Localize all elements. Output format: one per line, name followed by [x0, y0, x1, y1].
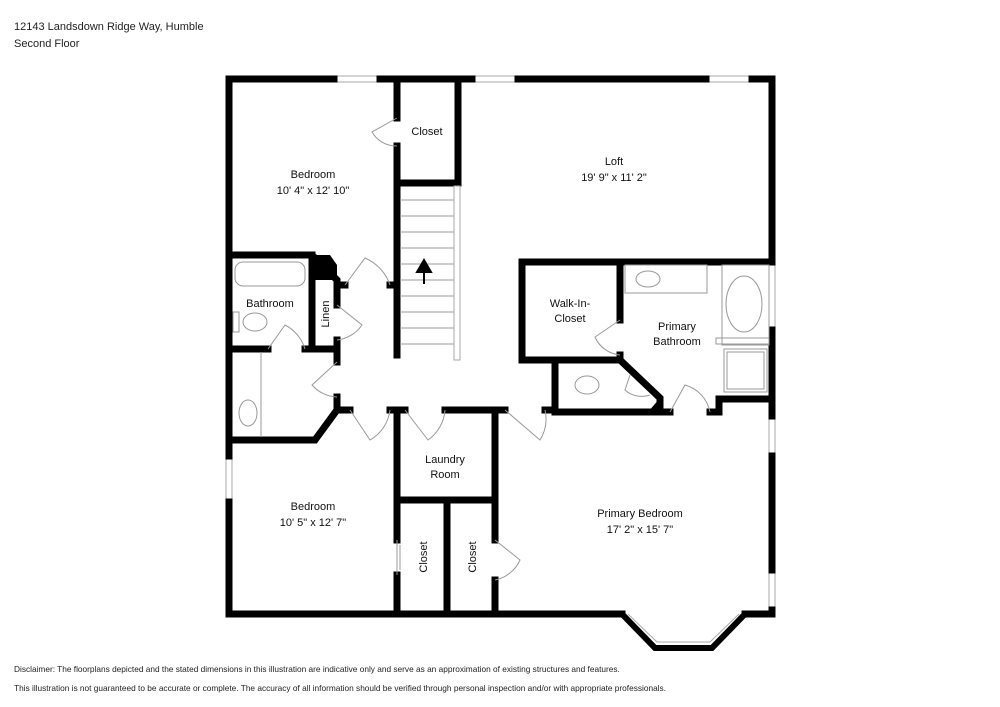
sink-icon [635, 270, 661, 288]
bathtub-icon [234, 261, 306, 287]
primary-bathroom-label-2: Bathroom [653, 336, 701, 348]
bedroom2-name: Bedroom [291, 501, 336, 513]
walls [225, 75, 776, 618]
primary-bedroom-name: Primary Bedroom [597, 508, 683, 520]
fixtures [232, 261, 770, 437]
laundry-label-1: Laundry [425, 454, 465, 466]
disclaimer-line-2: This illustration is not guaranteed to b… [14, 683, 666, 693]
primary-bathroom-label-1: Primary [658, 321, 696, 333]
bedroom1-name: Bedroom [291, 169, 336, 181]
sink-icon [238, 399, 258, 427]
stairs-up-arrow-icon [415, 258, 433, 284]
loft-name: Loft [605, 156, 623, 168]
shower-icon [723, 348, 768, 393]
room-labels: Bedroom 10' 4" x 12' 10" Closet Loft 19'… [246, 126, 701, 573]
toilet-icon [242, 312, 268, 332]
disclaimer-line-1: Disclaimer: The floorplans depicted and … [14, 664, 620, 674]
address: 12143 Landsdown Ridge Way, Humble [14, 21, 204, 33]
bedroom2-dims: 10' 5" x 12' 7" [280, 517, 347, 529]
walkin-closet-label-1: Walk-In- [550, 298, 591, 310]
linen-label: Linen [320, 301, 332, 328]
bay-window [619, 611, 748, 651]
closet-b-label: Closet [467, 541, 479, 572]
closet-top-label: Closet [411, 126, 442, 138]
bedroom1-dims: 10' 4" x 12' 10" [277, 185, 350, 197]
bathtub-icon [725, 275, 763, 333]
toilet-icon [574, 375, 600, 395]
laundry-label-2: Room [430, 469, 459, 481]
primary-bedroom-dims: 17' 2" x 15' 7" [607, 524, 674, 536]
floor-label: Second Floor [14, 38, 80, 50]
closet-a-label: Closet [418, 541, 430, 572]
loft-dims: 19' 9" x 11' 2" [581, 172, 647, 184]
bathroom-label: Bathroom [246, 298, 294, 310]
staircase [400, 185, 461, 361]
doors [267, 117, 711, 581]
walkin-closet-label-2: Closet [554, 313, 585, 325]
